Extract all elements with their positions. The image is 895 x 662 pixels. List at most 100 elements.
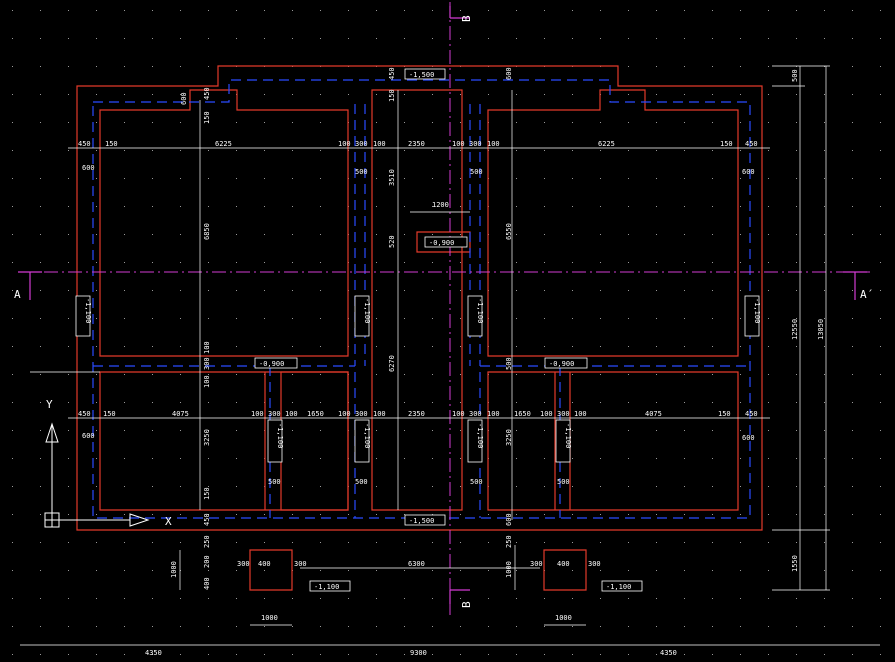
grid-dot xyxy=(404,374,405,375)
grid-dot xyxy=(880,514,881,515)
grid-dot xyxy=(40,626,41,627)
grid-dot xyxy=(68,150,69,151)
dim-text: 100 xyxy=(251,410,264,418)
grid-dot xyxy=(628,514,629,515)
grid-dot xyxy=(600,10,601,11)
grid-dot xyxy=(740,598,741,599)
grid-dot xyxy=(460,206,461,207)
grid-dot xyxy=(124,654,125,655)
grid-dot xyxy=(516,458,517,459)
grid-dot xyxy=(600,458,601,459)
grid-dot xyxy=(124,234,125,235)
grid-dot xyxy=(96,122,97,123)
grid-dot xyxy=(208,10,209,11)
grid-dot xyxy=(824,178,825,179)
grid-dot xyxy=(40,262,41,263)
grid-dot xyxy=(516,94,517,95)
grid-dot xyxy=(264,206,265,207)
grid-dot xyxy=(152,262,153,263)
grid-dot xyxy=(320,514,321,515)
dim-text: 3250 xyxy=(505,429,513,446)
grid-dot xyxy=(320,234,321,235)
grid-dot xyxy=(152,122,153,123)
grid-dot xyxy=(460,654,461,655)
grid-dot xyxy=(12,262,13,263)
grid-dot xyxy=(740,486,741,487)
grid-dot xyxy=(516,514,517,515)
grid-dot xyxy=(460,486,461,487)
grid-dot xyxy=(152,234,153,235)
grid-dot xyxy=(488,598,489,599)
grid-dot xyxy=(712,654,713,655)
grid-dot xyxy=(796,94,797,95)
grid-dot xyxy=(376,234,377,235)
dim-text: 4075 xyxy=(172,410,189,418)
grid-dot xyxy=(236,458,237,459)
grid-dot xyxy=(180,122,181,123)
grid-dot xyxy=(712,374,713,375)
grid-dot xyxy=(544,122,545,123)
grid-dot xyxy=(40,122,41,123)
grid-dot xyxy=(404,318,405,319)
grid-dot xyxy=(404,514,405,515)
grid-dot xyxy=(824,514,825,515)
grid-dot xyxy=(824,346,825,347)
grid-dot xyxy=(712,542,713,543)
grid-dot xyxy=(208,542,209,543)
grid-dot xyxy=(264,290,265,291)
grid-dot xyxy=(152,598,153,599)
grid-dot xyxy=(740,262,741,263)
grid-dot xyxy=(12,626,13,627)
grid-dot xyxy=(292,598,293,599)
grid-dot xyxy=(516,178,517,179)
dim-text: 250 xyxy=(203,535,211,548)
grid-dot xyxy=(376,486,377,487)
grid-dot xyxy=(180,318,181,319)
grid-dot xyxy=(432,122,433,123)
grid-dot xyxy=(516,10,517,11)
dim-text: 300 xyxy=(469,410,482,418)
grid-dot xyxy=(572,346,573,347)
grid-dot xyxy=(236,290,237,291)
grid-dot xyxy=(740,234,741,235)
grid-dot xyxy=(684,486,685,487)
grid-dot xyxy=(264,178,265,179)
grid-dot xyxy=(628,122,629,123)
grid-dot xyxy=(544,542,545,543)
grid-dot xyxy=(236,206,237,207)
grid-dot xyxy=(264,38,265,39)
dim-text: 100 xyxy=(203,375,211,388)
grid-dot xyxy=(180,346,181,347)
dim-text: 100 xyxy=(487,410,500,418)
grid-dot xyxy=(40,178,41,179)
grid-dot xyxy=(740,66,741,67)
grid-dot xyxy=(68,318,69,319)
grid-dot xyxy=(432,178,433,179)
grid-dot xyxy=(12,570,13,571)
grid-dot xyxy=(96,346,97,347)
grid-dot xyxy=(544,150,545,151)
grid-dot xyxy=(320,542,321,543)
grid-dot xyxy=(208,318,209,319)
grid-dot xyxy=(152,290,153,291)
grid-dot xyxy=(796,486,797,487)
grid-dot xyxy=(208,234,209,235)
grid-dot xyxy=(96,318,97,319)
grid-dot xyxy=(880,150,881,151)
grid-dot xyxy=(768,542,769,543)
dim-text: 300 xyxy=(203,357,211,370)
grid-dot xyxy=(740,122,741,123)
grid-dot xyxy=(236,318,237,319)
grid-dot xyxy=(740,206,741,207)
grid-dot xyxy=(824,10,825,11)
grid-dot xyxy=(404,94,405,95)
grid-dot xyxy=(208,346,209,347)
grid-dot xyxy=(68,654,69,655)
grid-dot xyxy=(40,318,41,319)
dim-text: 100 xyxy=(338,140,351,148)
grid-dot xyxy=(824,94,825,95)
grid-dot xyxy=(40,66,41,67)
grid-dot xyxy=(572,318,573,319)
grid-dot xyxy=(600,150,601,151)
